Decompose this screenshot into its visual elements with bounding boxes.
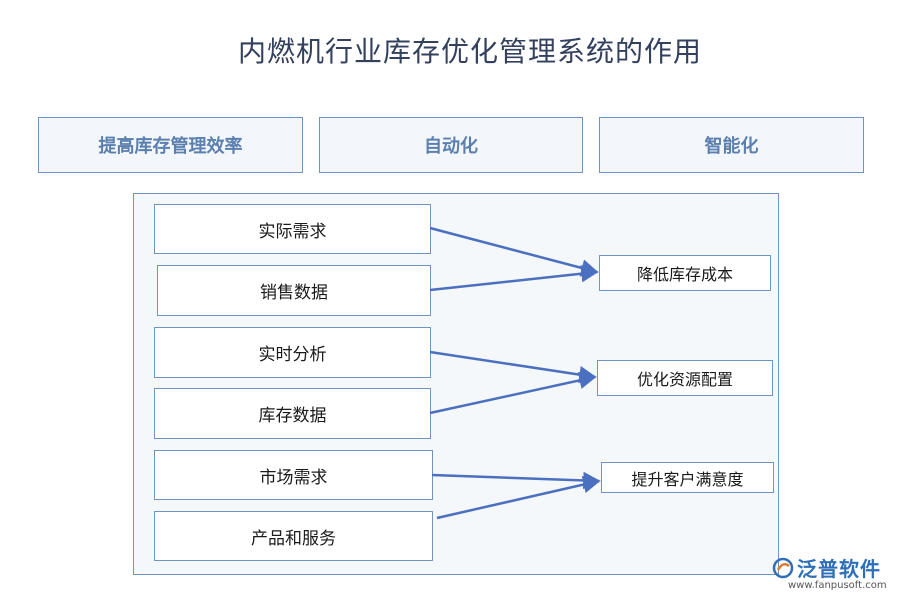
arrow-sales-data — [429, 264, 599, 292]
arrow-products-services — [436, 475, 601, 520]
source-realtime-analysis: 实时分析 — [154, 327, 431, 378]
top-box-efficiency: 提高库存管理效率 — [38, 117, 303, 173]
target-customer-satisfaction: 提升客户满意度 — [601, 462, 774, 493]
brand-logo: 泛普软件 www.fanpusoft.com — [772, 553, 887, 591]
brand-logo-text: 泛普软件 — [797, 557, 881, 581]
target-reduce-cost: 降低库存成本 — [599, 255, 771, 291]
source-market-demand: 市场需求 — [154, 450, 433, 500]
arrow-inventory-data — [429, 371, 597, 415]
arrow-market-demand — [431, 471, 601, 490]
arrow-actual-demand — [429, 226, 599, 277]
page-title: 内燃机行业库存优化管理系统的作用 — [237, 35, 702, 68]
arrow-realtime-analysis — [429, 350, 597, 384]
target-optimize-resources: 优化资源配置 — [597, 360, 773, 396]
top-box-intelligence: 智能化 — [599, 117, 864, 173]
brand-logo-icon — [772, 557, 794, 578]
source-actual-demand: 实际需求 — [154, 204, 431, 254]
brand-logo-url: www.fanpusoft.com — [788, 580, 887, 591]
top-box-automation: 自动化 — [319, 117, 583, 173]
source-inventory-data: 库存数据 — [154, 388, 431, 439]
source-products-services: 产品和服务 — [154, 511, 433, 561]
